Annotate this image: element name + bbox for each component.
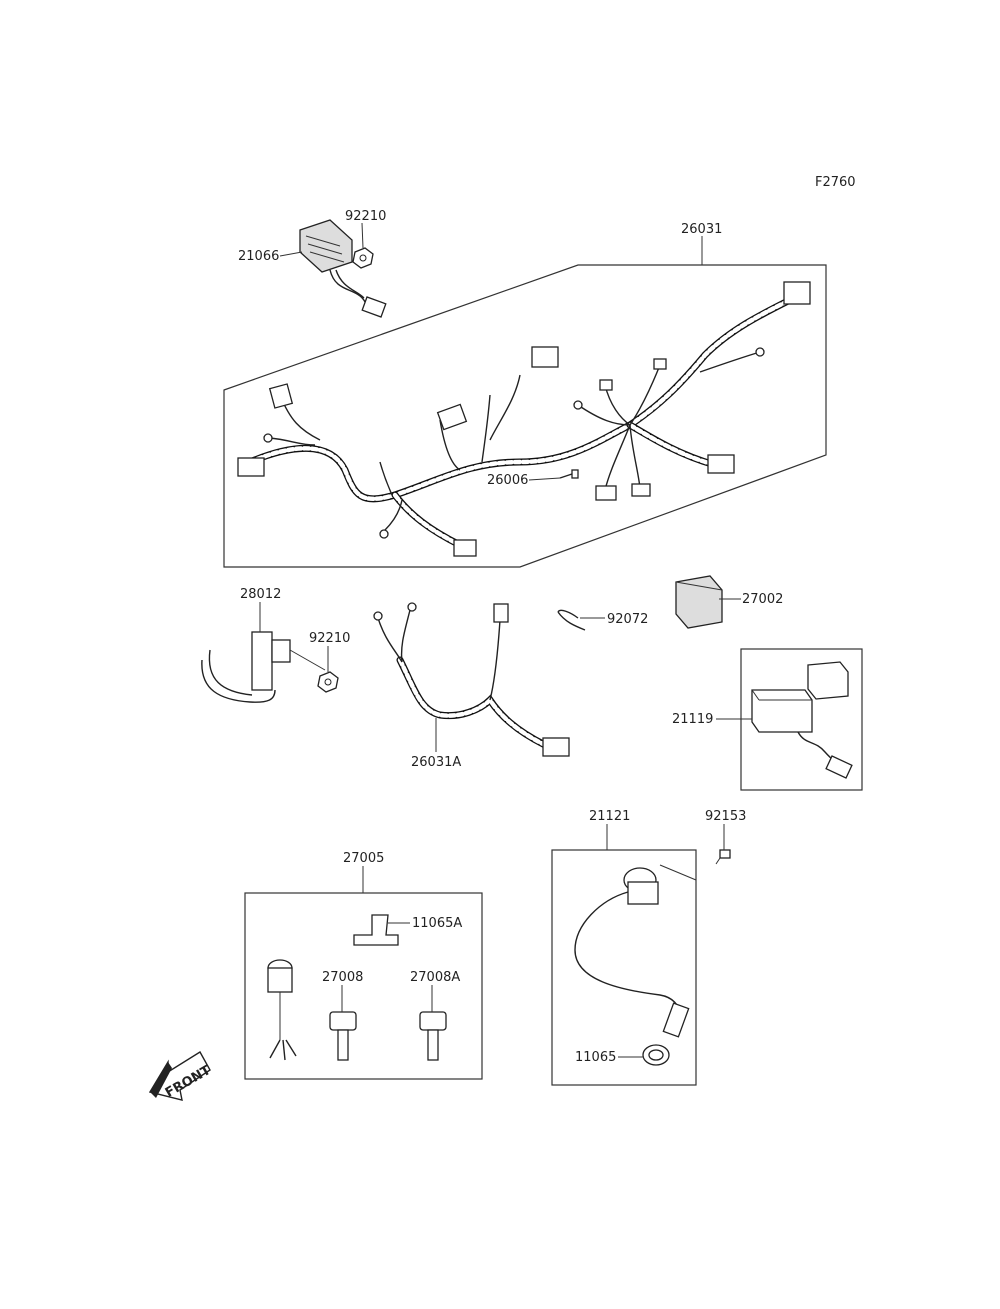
label-21119: 21119	[672, 712, 713, 727]
label-92210-lower: 92210	[309, 631, 350, 646]
label-92210-upper: 92210	[345, 209, 386, 224]
label-28012: 28012	[240, 587, 281, 602]
harness-26031-box	[223, 264, 827, 568]
nut-92210-lower	[317, 671, 339, 693]
clamp-92072	[557, 609, 586, 631]
sub-harness-26031A	[373, 602, 570, 757]
label-27008A: 27008A	[410, 970, 460, 985]
box-21121	[551, 849, 697, 1086]
label-92072: 92072	[607, 612, 648, 627]
key-27008	[329, 1011, 357, 1061]
label-21121: 21121	[589, 809, 630, 824]
cap-11065	[642, 1044, 670, 1066]
screw-92153	[715, 849, 731, 865]
key-27008A	[419, 1011, 447, 1061]
nut-92210-upper	[352, 247, 374, 269]
main-wiring-harness-26031	[237, 281, 811, 557]
label-27002: 27002	[742, 592, 783, 607]
label-92153: 92153	[705, 809, 746, 824]
cdi-unit-21119	[751, 661, 853, 779]
label-27005: 27005	[343, 851, 384, 866]
label-26031: 26031	[681, 222, 722, 237]
ignition-coil-21121	[574, 864, 697, 1038]
label-27008: 27008	[322, 970, 363, 985]
figure-code: F2760	[815, 175, 856, 190]
label-11065: 11065	[575, 1050, 616, 1065]
label-11065A: 11065A	[412, 916, 462, 931]
ignition-switch	[267, 959, 297, 1061]
label-21066: 21066	[238, 249, 279, 264]
cap-11065A	[353, 914, 399, 946]
switch-28012	[201, 631, 326, 703]
front-arrow-icon: FRONT	[148, 1051, 214, 1101]
label-26006: 26006	[487, 473, 528, 488]
relay-27002	[675, 575, 723, 629]
fuse-26006	[559, 469, 579, 479]
label-26031A: 26031A	[411, 755, 461, 770]
regulator-21066	[299, 219, 387, 318]
